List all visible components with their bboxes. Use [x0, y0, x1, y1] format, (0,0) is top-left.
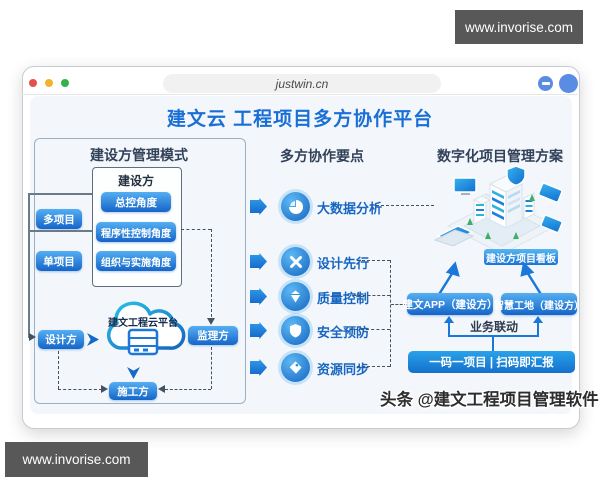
dashed-connector — [391, 304, 407, 305]
minus-icon — [541, 82, 550, 85]
safety-prevention-label: 安全预防 — [317, 325, 370, 340]
digital-project-illustration — [433, 165, 563, 255]
minimize-window-button[interactable] — [45, 79, 53, 87]
profile-avatar[interactable] — [559, 74, 578, 93]
up-arrows — [436, 261, 544, 297]
toutiao-caption: 头条 @建文工程项目管理软件 — [380, 391, 599, 409]
page-title: 建文云 工程项目多方协作平台 — [166, 109, 434, 130]
connector-line — [448, 322, 450, 336]
single-project-button[interactable]: 单项目 — [36, 251, 82, 271]
design-party-button[interactable]: 设计方 — [38, 330, 84, 349]
address-bar[interactable]: justwin.cn — [163, 74, 441, 93]
cross-tools-icon — [281, 247, 310, 276]
arrowhead-icon — [101, 385, 108, 393]
owner-dashboard-pill[interactable]: 建设方项目看板 — [484, 249, 558, 265]
qr-project-bar[interactable]: 一码一项目 | 扫码即汇报 — [408, 351, 575, 373]
dashed-connector — [376, 205, 434, 206]
resource-sync-label: 资源同步 — [317, 362, 370, 377]
arrow-right-icon — [250, 288, 267, 305]
cloud-platform-label: 建文工程云平台 — [108, 318, 178, 329]
procedural-control-button[interactable]: 程序性控制角度 — [96, 222, 176, 242]
dashed-connector — [58, 389, 102, 390]
laptop-icon — [433, 225, 475, 247]
master-control-button[interactable]: 总控角度 — [101, 192, 171, 212]
dashed-connector — [353, 295, 390, 296]
design-first-label: 设计先行 — [317, 256, 370, 271]
connector-line — [537, 322, 539, 336]
building-icon — [472, 175, 535, 229]
big-data-label: 大数据分析 — [317, 201, 383, 216]
left-panel-title: 建设方管理模式 — [90, 147, 188, 163]
watermark-bottom: www.invorise.com — [5, 442, 148, 477]
arrow-right-icon — [250, 198, 267, 215]
tag-icon — [281, 353, 310, 382]
arrowhead-icon — [29, 333, 36, 341]
watermark-bottom-text: www.invorise.com — [22, 452, 131, 467]
pie-chart-icon — [281, 192, 310, 221]
monitor-icon — [453, 177, 477, 195]
dashed-connector — [181, 229, 211, 230]
tablet-icon — [537, 182, 563, 203]
url-text: justwin.cn — [275, 76, 329, 91]
shield-icon — [281, 316, 310, 345]
watermark-top-text: www.invorise.com — [464, 19, 574, 35]
middle-panel-title: 多方协作要点 — [280, 148, 364, 164]
jianwen-app-button[interactable]: 建文APP（建设方） — [402, 293, 498, 315]
owner-box-title: 建设方 — [117, 174, 154, 188]
dashed-connector — [357, 260, 390, 261]
zoom-window-button[interactable] — [61, 79, 69, 87]
dashed-connector — [350, 329, 390, 330]
arrowhead-icon — [158, 385, 165, 393]
diamond-icon — [281, 282, 310, 311]
connector-line — [28, 193, 92, 195]
quality-control-label: 质量控制 — [317, 291, 370, 306]
multi-project-button[interactable]: 多项目 — [36, 209, 82, 229]
dashed-connector — [58, 351, 59, 389]
remove-badge-icon[interactable] — [538, 76, 553, 91]
business-linkage-label: 业务联动 — [469, 320, 518, 334]
dashed-connector — [211, 229, 212, 317]
arrow-right-icon — [250, 253, 267, 270]
right-panel-title: 数字化项目管理方案 — [437, 148, 563, 164]
supervision-party-button[interactable]: 监理方 — [188, 326, 238, 345]
dashed-connector — [165, 389, 211, 390]
smart-site-button[interactable]: 智慧工地（建设方） — [494, 293, 584, 315]
arrowhead-icon — [207, 318, 215, 325]
dashed-connector — [357, 366, 390, 367]
watermark-top: www.invorise.com — [455, 10, 583, 44]
arrowhead-icon — [533, 316, 543, 323]
shield-device-icon — [506, 165, 526, 186]
dashed-connector — [211, 347, 212, 389]
close-window-button[interactable] — [29, 79, 37, 87]
phone-icon — [540, 214, 563, 234]
browser-titlebar — [22, 66, 578, 95]
arrow-right-icon — [250, 359, 267, 376]
connector-line — [28, 193, 30, 338]
construction-party-button[interactable]: 施工方 — [109, 382, 157, 400]
arrow-right-icon — [250, 322, 267, 339]
server-icon — [127, 328, 159, 356]
org-implementation-button[interactable]: 组织与实施角度 — [96, 251, 176, 271]
dashed-connector — [390, 260, 391, 367]
connector-line — [492, 336, 494, 351]
cloud-icon — [107, 301, 186, 356]
connector-line — [28, 230, 92, 232]
left-panel — [34, 138, 246, 404]
arrowhead-icon — [444, 316, 454, 323]
cloud-platform: 建文工程云平台 — [98, 290, 188, 366]
